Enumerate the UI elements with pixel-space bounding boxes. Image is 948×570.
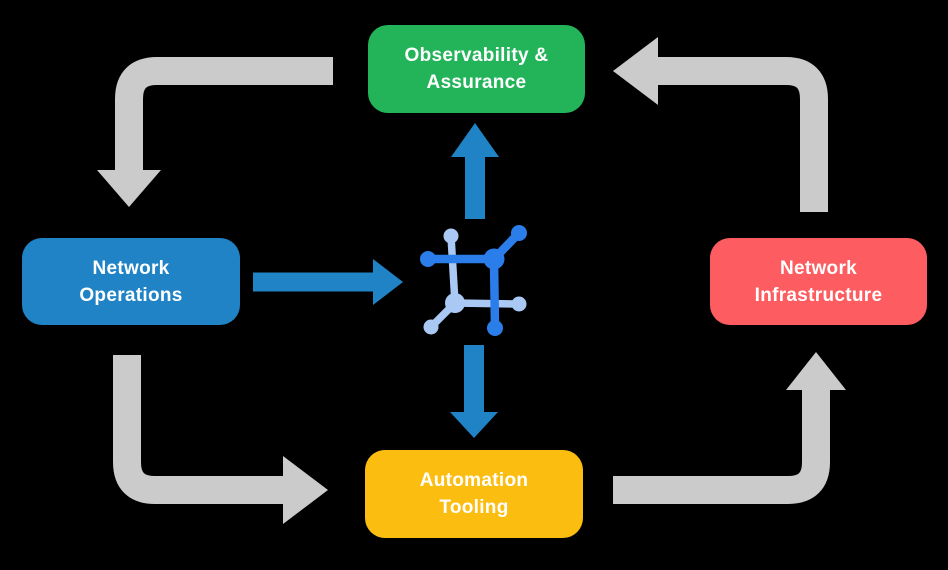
icon-light-strokes [423,228,527,335]
node-operations-label: Network Operations [79,257,183,306]
node-tooling: Automation Tooling [365,450,583,538]
icon-node [511,225,527,241]
icon-node [423,319,439,335]
arrowhead-up [786,352,846,390]
link-arrow-center-to-observability [451,123,499,219]
arrowhead-up [451,123,499,157]
arrowhead-left [613,37,658,105]
node-infrastructure-label: Network Infrastructure [754,257,883,306]
icon-hub-node [445,293,465,313]
arrowhead-right [373,259,403,305]
arrowhead-down [450,412,498,438]
arrow-elbow [613,390,830,504]
node-tooling-label: Automation Tooling [419,470,529,518]
arrowhead-right [283,456,328,524]
node-operations: Network Operations [22,238,240,325]
arrow-elbow [656,57,828,212]
icon-node [487,320,503,336]
cycle-arrow-operations-to-tooling [113,355,328,524]
cycle-arrow-observability-to-operations [97,57,333,207]
icon-node [443,228,459,244]
arrow-elbow [113,355,285,504]
icon-dark-strokes [420,225,527,336]
icon-line [451,299,523,308]
node-observability-label: Observability & Assurance [404,45,549,93]
icon-line [489,254,500,333]
cycle-arrow-tooling-to-infrastructure [613,352,846,504]
arrow-elbow [115,57,333,172]
cycle-arrow-infrastructure-to-observability [613,37,828,212]
node-observability: Observability & Assurance [368,25,585,113]
icon-node [420,251,436,267]
link-arrow-center-to-tooling [450,345,498,438]
node-infrastructure: Network Infrastructure [710,238,927,325]
icon-node [511,296,527,312]
icon-line [447,232,459,307]
network-platform-icon [420,225,527,336]
icon-hub-node [483,248,505,270]
link-arrow-operations-to-center [253,259,403,305]
arrowhead-down [97,170,161,207]
